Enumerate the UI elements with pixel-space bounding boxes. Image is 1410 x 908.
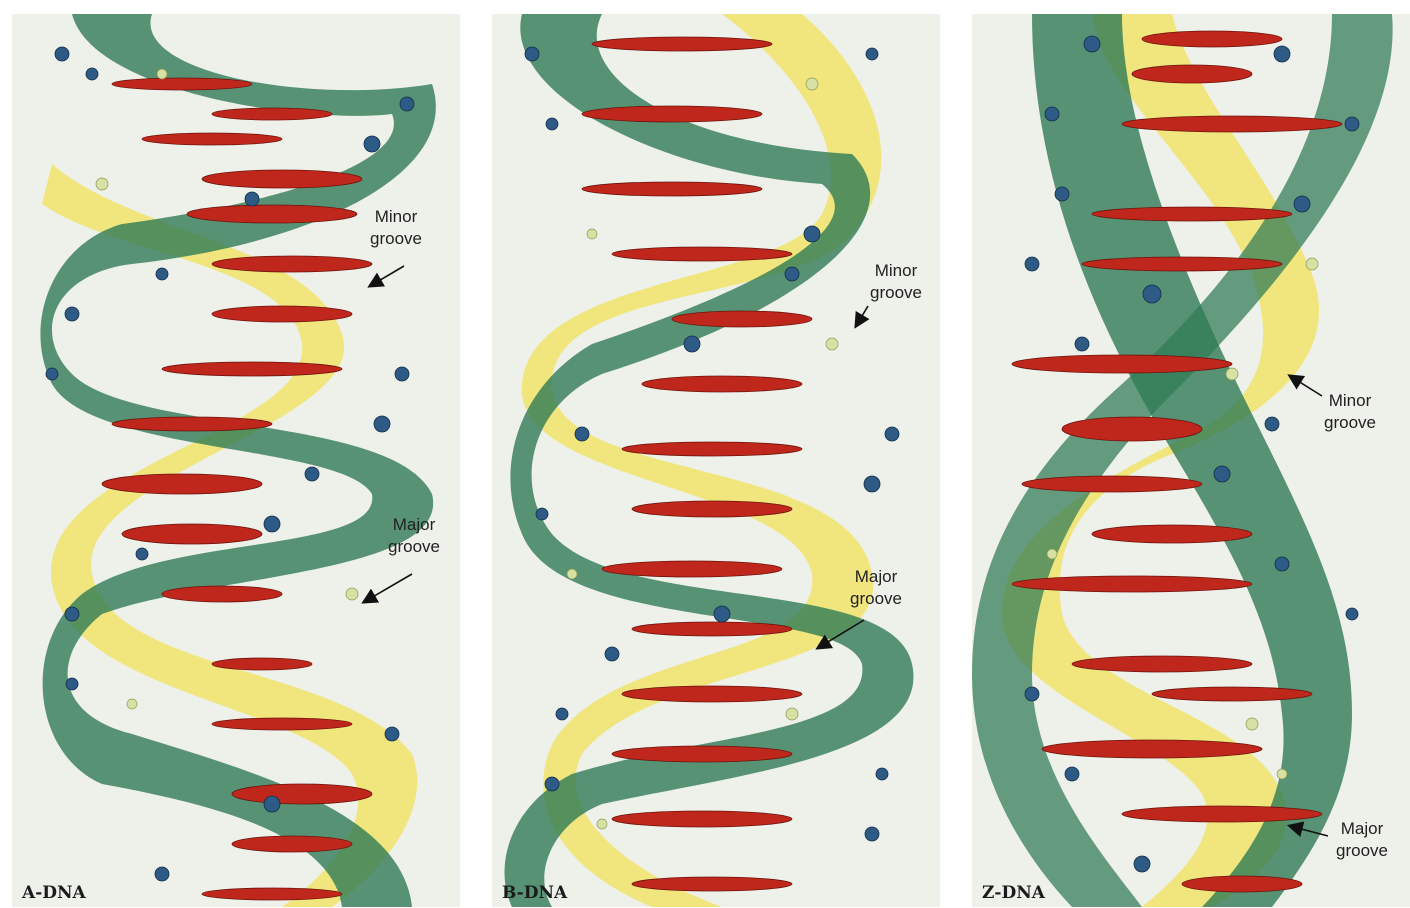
b-dna-helix-illustration [504, 14, 914, 907]
base-pair-rungs [1011, 30, 1343, 893]
base-pair-rungs [101, 77, 373, 901]
backbone-atoms [524, 46, 900, 842]
green-strand-ribbon [1032, 14, 1352, 907]
green-strand-ribbon [40, 14, 436, 907]
green-strand-ribbon [504, 14, 914, 907]
minor-groove-arrow [367, 265, 405, 288]
z-dna-label: Z-DNA [982, 883, 1045, 903]
b-dna-label: B-DNA [502, 883, 568, 903]
a-dna-label: A-DNA [22, 883, 86, 903]
backbone-atoms [1024, 35, 1360, 873]
major-groove-arrow [1286, 821, 1329, 837]
green-strand-ribbon-2 [972, 14, 1393, 907]
yellow-strand-ribbon [1002, 14, 1320, 907]
a-dna-helix-illustration [40, 14, 436, 907]
base-pair-rungs [581, 36, 813, 892]
minor-groove-arrow [854, 305, 870, 329]
minor-groove-arrow [1287, 374, 1323, 397]
major-groove-arrow [815, 619, 865, 650]
major-groove-arrow [361, 573, 413, 604]
backbone-atoms [45, 46, 415, 882]
z-dna-helix-illustration [972, 14, 1393, 907]
